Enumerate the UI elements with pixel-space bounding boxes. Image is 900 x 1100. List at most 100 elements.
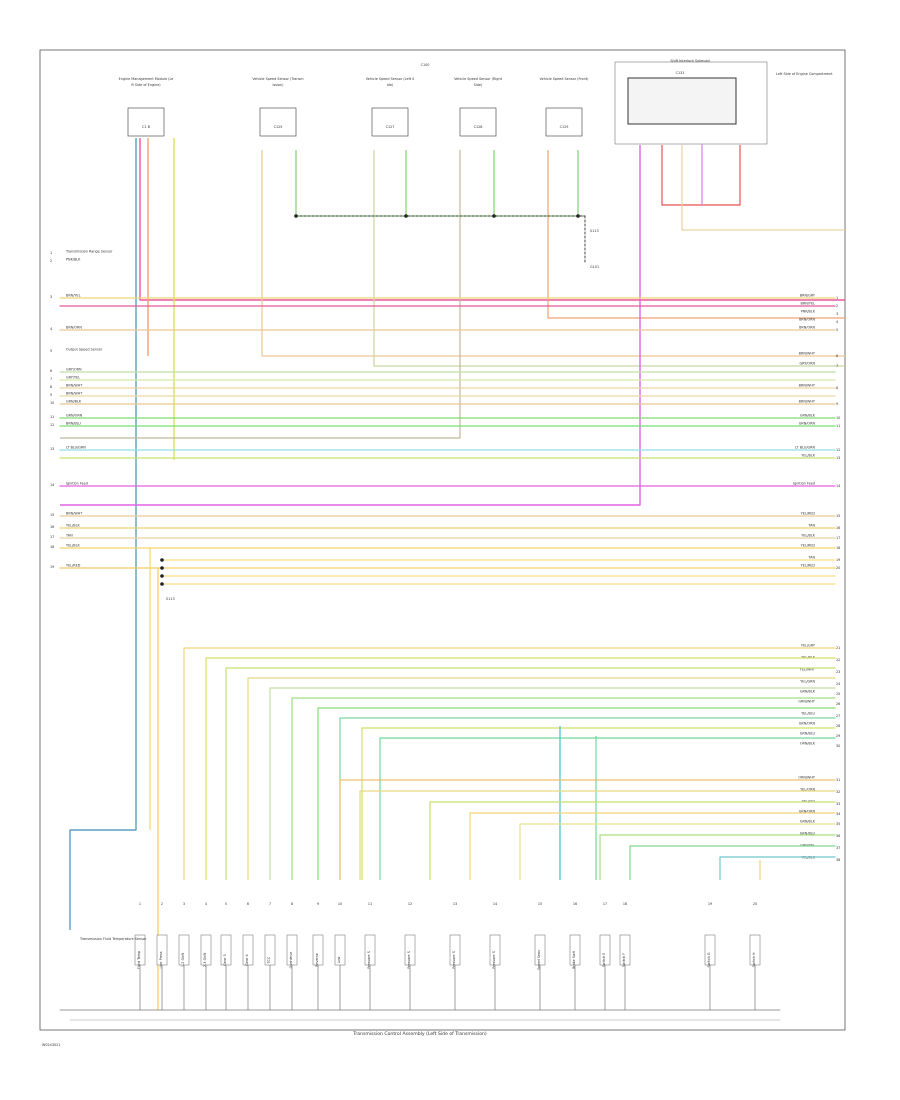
module-m4-connector: C128 [474,125,483,129]
right-pin-30: 31 [836,778,840,782]
left-pin-3: 4 [50,327,52,331]
left-pin-13: 14 [50,483,54,487]
wire-m4-a [60,150,461,439]
right-pin-28: 29 [836,734,840,738]
component-6-label: TCC [267,956,271,964]
right-wire-label-31: YEL/ORN [800,788,815,792]
component-pin-4: 5 [225,902,227,906]
component-11-label: Pressure S [407,951,411,969]
component-0-label: Fluid Temp [137,951,141,969]
module-m3-label: Vehicle Speed Sensor (Left S [366,77,415,81]
right-pin-2: 3 [836,312,838,316]
component-9-label: Low [337,956,341,963]
right-wire-label-14: YEL/RED [801,512,816,516]
left-wire-label-1: PNK/BLK [66,258,81,262]
right-wire-label-9: GRN/BLK [800,414,816,418]
component-3-label: 2-3 Shift [203,952,207,967]
wire-m6-red [661,145,741,206]
right-wire-label-15: TAN [807,524,815,528]
right-pin-35: 36 [836,834,840,838]
component-pin-2: 3 [183,902,185,906]
splice-dot-0 [294,214,298,218]
right-wire-label-33: GRN/ORN [799,810,816,814]
module-m1-label-2: ft Side of Engine) [131,83,161,87]
component-pin-15: 16 [573,902,577,906]
module-m3-connector: C127 [386,125,395,129]
right-pin-9: 10 [836,416,840,420]
component-16-label: Switch E [602,953,606,967]
left-wire-label-16: TAN [65,534,73,538]
right-pin-22: 23 [836,670,840,674]
module-m1-box [127,107,165,137]
splice-dot-2 [492,214,496,218]
right-pin-17: 18 [836,546,840,550]
component-5-label: Gear 4 [245,954,249,965]
component-pin-14: 15 [538,902,542,906]
left-pin-9: 10 [50,401,54,405]
component-pin-1: 2 [161,902,163,906]
left-pin-15: 16 [50,525,54,529]
left-bottom-note: Transmission Fluid Temperature Sensor [79,937,147,941]
ground-note: Left Side of Engine Compartment [776,72,833,76]
component-2-label: 1-2 Shift [181,952,185,967]
right-pin-1: 2 [836,304,838,308]
component-14-label: Speed Sens [537,950,541,970]
right-wire-label-10: GRN/ORN [799,422,816,426]
component-pin-7: 8 [291,902,293,906]
left-wire-label-3: BRN/ORN [66,326,82,330]
left-wire-label-9: GRN/BLK [66,400,82,404]
component-pin-17: 18 [623,902,627,906]
right-pin-21: 22 [836,658,840,662]
right-pin-19: 20 [836,566,840,570]
left-wire-label-0: Transmission Range Sensor [65,250,113,254]
left-pin-4: 5 [50,349,52,353]
right-pin-36: 37 [836,846,840,850]
right-wire-label-34: GRN/BLK [800,820,816,824]
module-m1-connector: C1 B [142,125,151,129]
left-wire-label-4: Output Speed Sensor [66,348,103,352]
wire-m1-blue [69,138,137,930]
right-wire-label-24: GRN/BLK [800,690,816,694]
module-m6-label: Shift Interlock Solenoid [670,59,709,63]
diagram-border [39,49,846,1031]
right-pin-31: 32 [836,790,840,794]
splice-dot-3 [576,214,580,218]
component-17-label: Switch F [622,953,626,967]
left-pin-1: 2 [50,259,52,263]
right-pin-32: 33 [836,802,840,806]
right-wire-label-1: BRN/YEL [801,302,816,306]
left-pin-2: 3 [50,295,52,299]
right-wire-label-18: TAN [807,556,815,560]
right-wire-label-5: BRN/WHT [799,352,816,356]
splice-label-2: S113 [166,597,175,601]
right-pin-26: 27 [836,714,840,718]
right-pin-13: 14 [836,484,840,488]
right-wire-label-7: BRN/WHT [799,384,816,388]
module-m1-label: Engine Management Module (Le [119,77,174,81]
right-wire-label-25: GRN/WHT [798,700,816,704]
component-7-label: Overdrive [289,952,293,969]
right-pin-6: 7 [836,364,838,368]
left-pin-11: 12 [50,423,54,427]
right-pin-20: 21 [836,646,840,650]
right-pin-18: 19 [836,558,840,562]
component-13-label: Pressure S [492,951,496,969]
component-pin-0: 1 [139,902,141,906]
right-pin-24: 25 [836,692,840,696]
left-wire-label-17: YEL/BLK [66,544,80,548]
wire-m5-a [547,150,845,319]
module-m5-box [545,107,583,137]
module-m5-label: Vehicle Speed Sensor (Front) [540,77,590,81]
right-wire-label-23: YEL/GRN [800,680,815,684]
right-wire-label-0: BRN/GRY [800,294,816,298]
right-pin-27: 28 [836,724,840,728]
right-pin-23: 24 [836,682,840,686]
diagram-title: Transmission Control Assembly (Left Side… [352,1031,487,1037]
right-pin-7: 8 [836,386,838,390]
module-m3-box [371,107,409,137]
right-wire-label-11: LT BLU/GRN [795,446,815,450]
left-wire-label-14: BRN/WHT [66,512,83,516]
component-pin-11: 12 [408,902,412,906]
wire-m3-a [373,150,845,367]
